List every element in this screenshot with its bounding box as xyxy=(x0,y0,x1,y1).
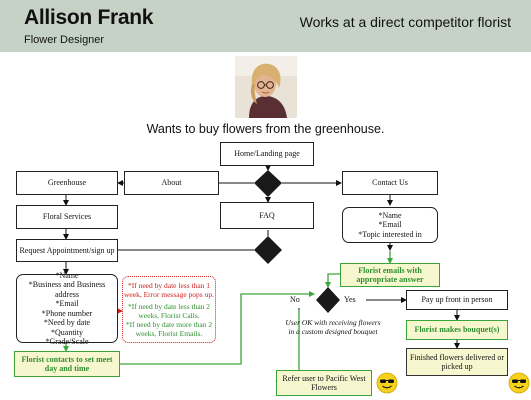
user-ok-note: User OK with receiving flowers in a cust… xyxy=(285,318,381,336)
need-by-rules-node: *If need by date less than 1 week, Error… xyxy=(122,276,216,343)
persona-goal: Wants to buy flowers from the greenhouse… xyxy=(146,122,385,136)
florist-emails-node: Florist emails with appropriate answer xyxy=(340,263,440,287)
contact-fields-node: *Name *Email *Topic interested in xyxy=(342,207,438,243)
persona-photo xyxy=(235,56,297,118)
makes-bouquet-node: Florist makes bouquet(s) xyxy=(406,320,508,340)
faq-node: FAQ xyxy=(220,202,314,229)
floral-services-node: Floral Services xyxy=(16,205,118,229)
florist-contacts-node: Florist contacts to set meet day and tim… xyxy=(14,351,120,377)
decision-diamond-top xyxy=(254,170,282,197)
need-by-error-rule: *If need by date less than 1 week, Error… xyxy=(124,281,214,299)
yes-label: Yes xyxy=(344,295,356,304)
contact-node: Contact Us xyxy=(342,171,438,195)
request-fields-node: *Name *Business and Business address *Em… xyxy=(16,271,118,346)
finished-node: Finished flowers delivered or picked up xyxy=(406,348,508,376)
no-label: No xyxy=(290,295,300,304)
refer-node: Refer user to Pacific West Flowers xyxy=(276,370,372,396)
pay-up-node: Pay up front in person xyxy=(406,290,508,310)
persona-tagline: Works at a direct competitor florist xyxy=(299,14,511,30)
persona-name: Allison Frank xyxy=(24,6,154,29)
persona-role: Flower Designer xyxy=(24,34,105,46)
need-by-email-rule: *If need by date more than 2 weeks, Flor… xyxy=(125,320,213,338)
cool-smiley-icon xyxy=(376,372,398,394)
decision-diamond-middle xyxy=(254,236,282,264)
about-node: About xyxy=(124,171,219,195)
home-node: Home/Landing page xyxy=(220,142,314,166)
greenhouse-node: Greenhouse xyxy=(16,171,118,195)
request-node: Request Appointment/sign up xyxy=(16,239,118,262)
persona-header: Allison Frank Flower Designer Works at a… xyxy=(0,0,531,52)
need-by-call-rule: *If need by date less than 2 weeks, Flor… xyxy=(127,302,211,320)
cool-smiley-icon xyxy=(508,372,530,394)
decision-diamond-bottom xyxy=(316,287,340,313)
